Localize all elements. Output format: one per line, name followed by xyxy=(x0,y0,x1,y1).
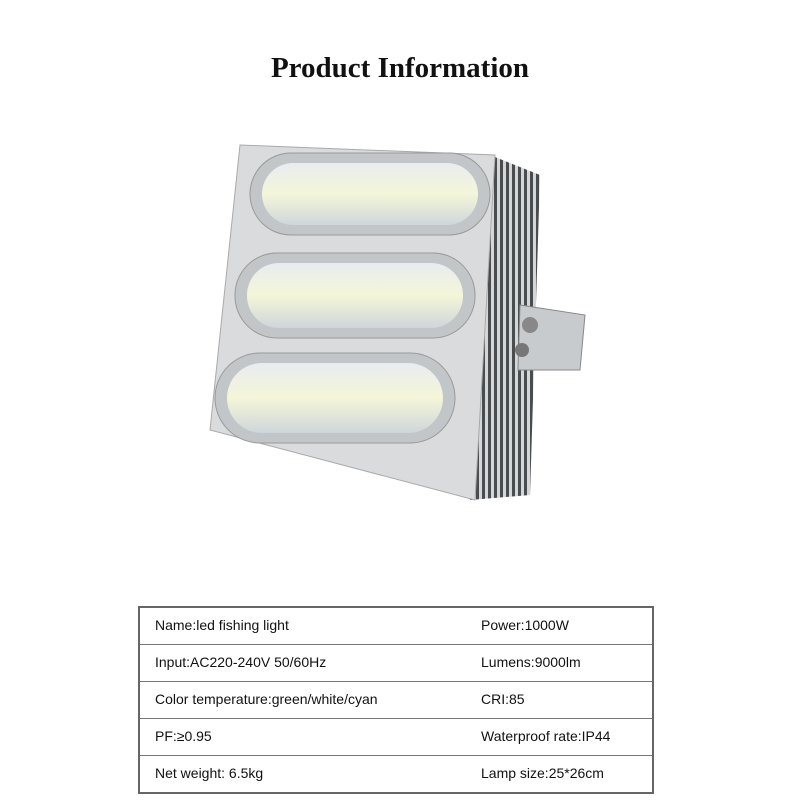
spec-pf: PF:≥0.95 xyxy=(139,718,467,756)
spec-lumens: Lumens:9000lm xyxy=(467,644,653,682)
spec-color-temperature: Color temperature:green/white/cyan xyxy=(139,681,467,719)
spec-lamp-size: Lamp size:25*26cm xyxy=(467,755,653,794)
spec-cri: CRI:85 xyxy=(467,681,653,719)
led-fishing-light-image xyxy=(209,144,586,501)
spec-weight: Net weight: 6.5kg xyxy=(139,755,467,794)
spec-power: Power:1000W xyxy=(467,606,653,645)
spec-name: Name:led fishing light xyxy=(139,606,467,645)
spec-waterproof: Waterproof rate:IP44 xyxy=(467,718,653,756)
spec-input: Input:AC220-240V 50/60Hz xyxy=(139,644,467,682)
page-title: Product Information xyxy=(270,52,530,84)
